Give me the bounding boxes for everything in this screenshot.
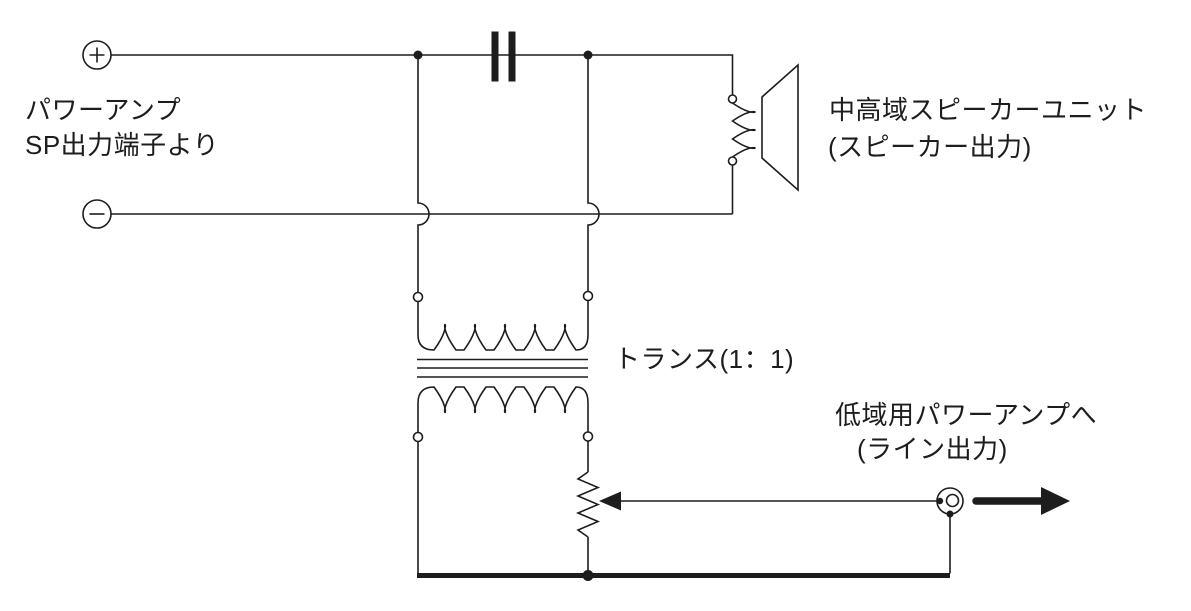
junction-dot bbox=[582, 570, 594, 581]
transformer-label: トランス(1：1) bbox=[614, 344, 795, 374]
speaker-icon bbox=[727, 63, 799, 214]
transformer-primary bbox=[417, 300, 589, 351]
source-label-line2: SP出力端子より bbox=[25, 130, 220, 160]
plus-terminal-icon bbox=[82, 40, 112, 70]
rca-connector-icon bbox=[936, 487, 964, 574]
wire-left-drop bbox=[417, 55, 430, 293]
speaker-label-line2: (スピーカー出力) bbox=[828, 132, 1032, 162]
minus-terminal-icon bbox=[82, 199, 112, 229]
source-label-line1: パワーアンプ bbox=[25, 95, 182, 125]
output-arrow-icon bbox=[972, 487, 1070, 515]
line-out-label-line2: (ライン出力) bbox=[857, 434, 1008, 464]
potentiometer-icon bbox=[575, 441, 621, 574]
capacitor-icon bbox=[491, 31, 516, 82]
transformer-icon bbox=[412, 290, 594, 443]
speaker-label-line1: 中高域スピーカーユニット bbox=[829, 95, 1148, 125]
transformer-core bbox=[417, 358, 588, 378]
potentiometer-wiper-arrow bbox=[599, 491, 621, 511]
transformer-secondary bbox=[417, 386, 589, 433]
wire-top bbox=[111, 54, 734, 95]
speaker-horn bbox=[761, 63, 799, 192]
potentiometer-zigzag bbox=[575, 471, 601, 538]
wire-right-drop bbox=[587, 55, 600, 292]
voice-coil bbox=[731, 102, 756, 158]
line-out-label-line1: 低域用パワーアンプへ bbox=[835, 400, 1098, 430]
